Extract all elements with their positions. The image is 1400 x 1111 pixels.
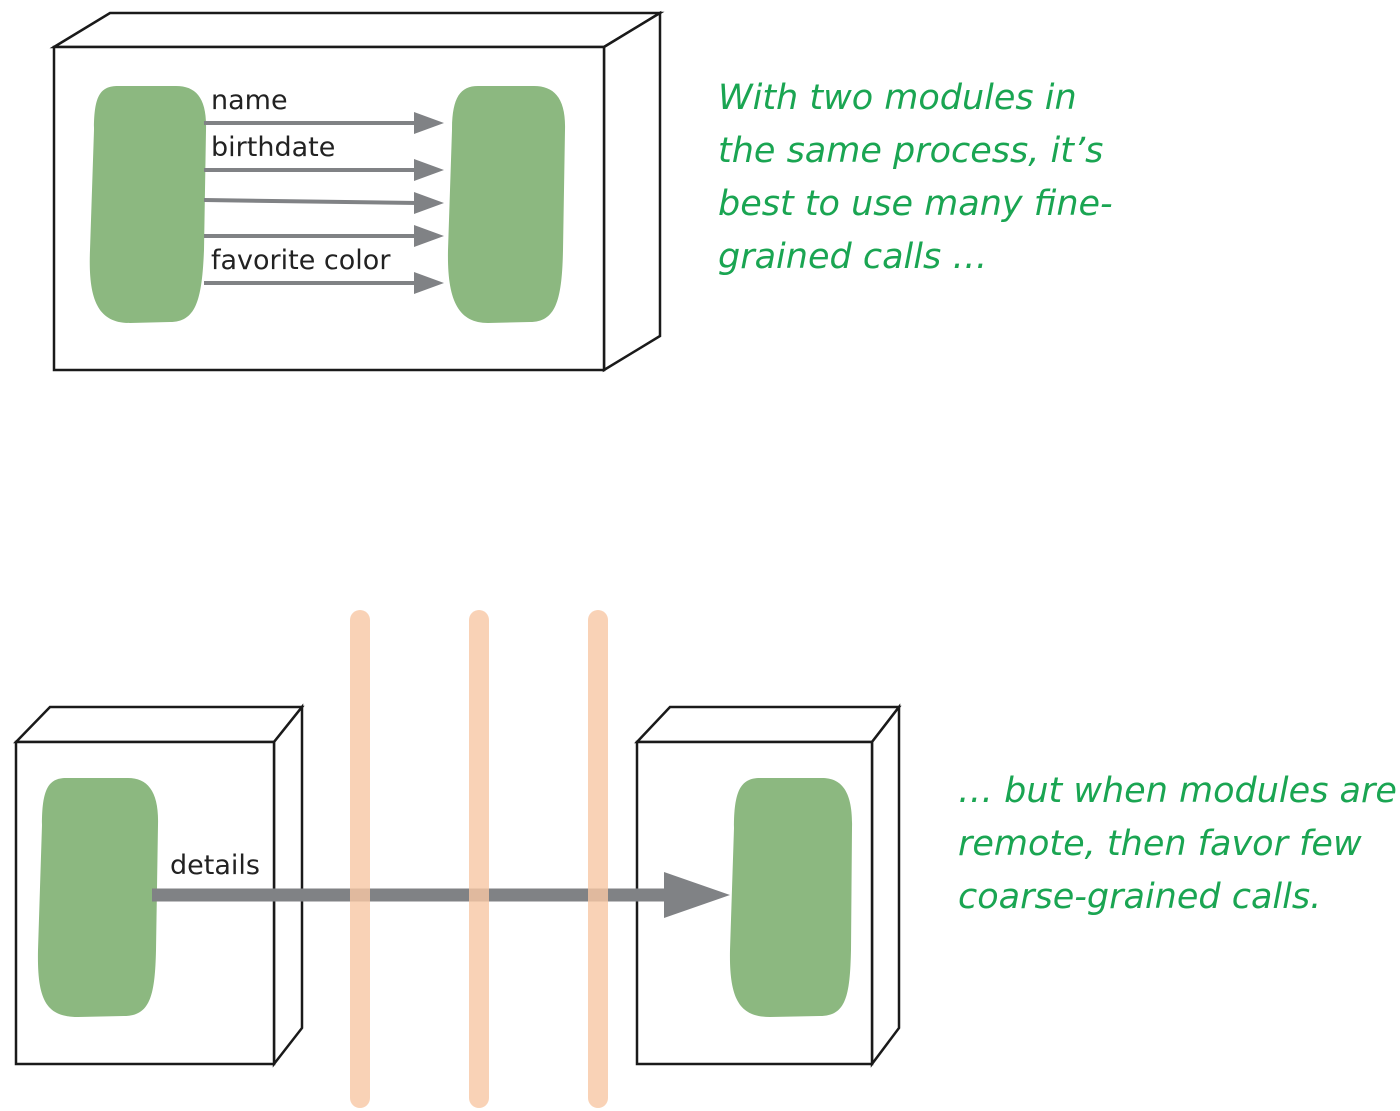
remote-caption-line: coarse-grained calls. — [958, 877, 1322, 917]
remote-call-label: details — [170, 850, 260, 881]
network-barriers-group — [350, 610, 608, 1108]
local-caption-line: With two modules in — [718, 78, 1077, 118]
process-box-remote-right-top — [634, 705, 902, 744]
module-right-local — [447, 86, 566, 323]
fine-call-arrow-head — [414, 159, 444, 181]
local-caption-line: grained calls … — [718, 237, 988, 277]
fine-call-arrow-shaft — [203, 198, 419, 205]
fine-call-arrow-head — [414, 112, 444, 134]
process-box-local-side — [602, 10, 662, 373]
fine-call-arrow-head — [414, 225, 444, 247]
network-barrier — [350, 610, 370, 1108]
network-barrier — [588, 610, 608, 1108]
local-caption-line: the same process, it’s — [718, 131, 1104, 171]
fine-call-arrow-head — [414, 272, 444, 294]
remote-caption-line: … but when modules are — [958, 771, 1397, 811]
fine-call-label: birthdate — [211, 132, 335, 163]
process-box-remote-left-side — [272, 703, 304, 1068]
local-caption-line: best to use many fine- — [718, 184, 1113, 224]
fine-call-label: name — [211, 85, 288, 116]
fine-call-arrow-head — [414, 192, 444, 214]
coarse-call-arrow-head — [664, 872, 730, 918]
network-barrier — [469, 610, 489, 1108]
module-left-local — [89, 86, 207, 323]
remote-caption-line: remote, then favor few — [958, 824, 1362, 864]
fine-call-label: favorite color — [211, 245, 391, 276]
module-left-remote — [37, 778, 159, 1017]
local-caption: With two modules in the same process, it… — [718, 72, 1113, 284]
process-box-local-top — [49, 11, 665, 49]
local-calls-group: name birthdate favorite color — [203, 85, 444, 294]
process-box-remote-right-side — [870, 703, 901, 1068]
remote-caption: … but when modules are remote, then favo… — [958, 765, 1397, 924]
module-right-remote — [729, 778, 853, 1017]
process-box-remote-left-top — [13, 705, 305, 744]
